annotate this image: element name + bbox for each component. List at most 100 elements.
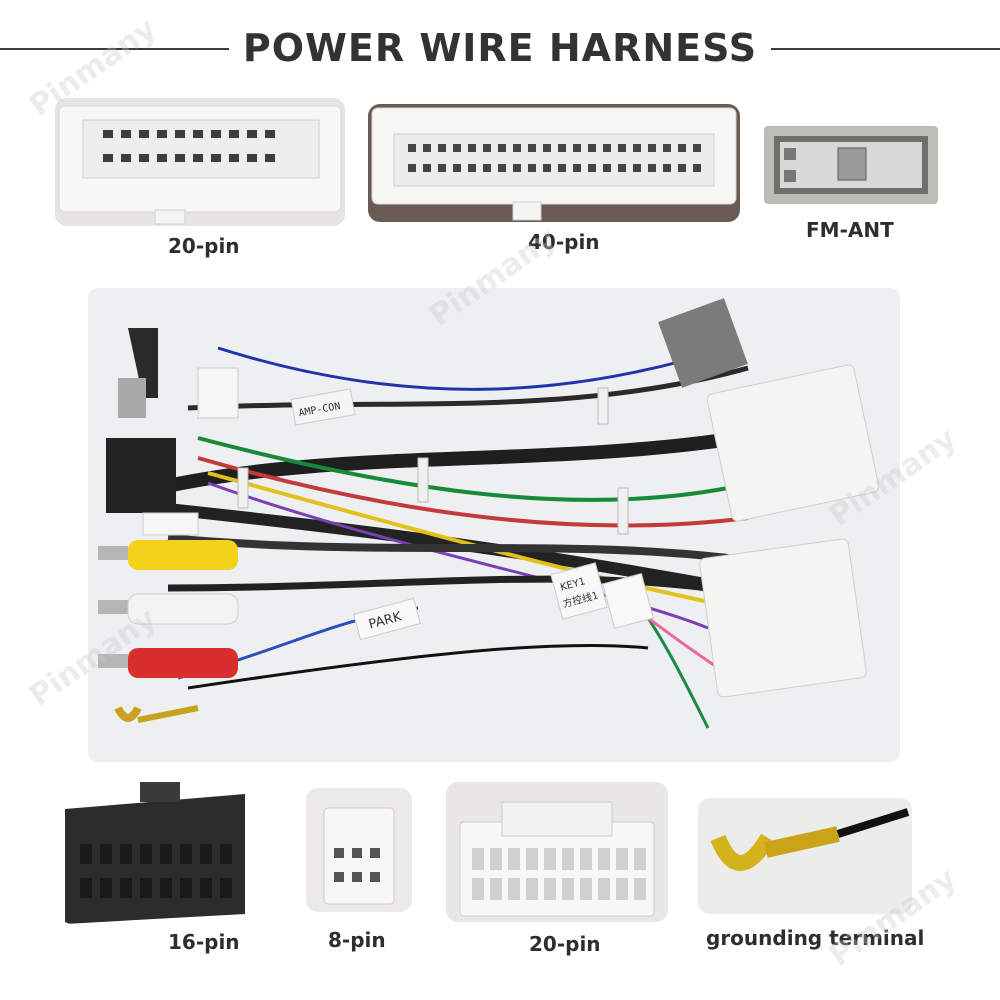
pin-slot [508, 848, 520, 870]
pin-slot [663, 144, 671, 152]
pin-slot [588, 164, 596, 172]
pin-slot [618, 164, 626, 172]
pin-slot [513, 164, 521, 172]
pin-slot [598, 848, 610, 870]
pin-slot [693, 144, 701, 152]
pin-slot [634, 848, 646, 870]
pin-slot [580, 848, 592, 870]
pin-slot [633, 164, 641, 172]
connector-20pin-image [55, 98, 345, 226]
fm-antenna-label: FM-ANT [806, 218, 894, 242]
pin-slot [423, 144, 431, 152]
pin-slot [678, 164, 686, 172]
wire-harness-image: AMP-CON PARK KEY1 方控线1 [88, 288, 900, 762]
pin-slot [573, 144, 581, 152]
pin-slot [562, 848, 574, 870]
pin-slot [513, 144, 521, 152]
pin-slot [648, 144, 656, 152]
pin-slot [472, 848, 484, 870]
wire-harness-photo: AMP-CON PARK KEY1 方控线1 [88, 288, 900, 762]
pin-slot [526, 848, 538, 870]
pin-slot [140, 878, 152, 898]
pin-slot [562, 878, 574, 900]
connector-20pin-photo [55, 98, 345, 226]
pin-slot [220, 878, 232, 898]
pin-slot [603, 144, 611, 152]
pin-slot [490, 848, 502, 870]
connector-16pin-image [60, 774, 250, 924]
pin-slot [508, 878, 520, 900]
connector-8pin-photo [306, 788, 412, 912]
pin-slot [160, 844, 172, 864]
grounding-terminal-image [698, 798, 912, 914]
pin-slot [453, 164, 461, 172]
pin-slot [663, 164, 671, 172]
pin-slot [544, 878, 556, 900]
pin-slot [580, 878, 592, 900]
connector-40pin-label: 40-pin [528, 230, 600, 254]
pin-slot [648, 164, 656, 172]
grounding-terminal-label: grounding terminal [706, 926, 925, 950]
pin-slot [616, 878, 628, 900]
pin-slot [573, 164, 581, 172]
pin-slot [180, 878, 192, 898]
pin-slot [423, 164, 431, 172]
pin-slot [120, 844, 132, 864]
connector-20pin-label: 20-pin [168, 234, 240, 258]
grounding-terminal-photo [698, 798, 912, 914]
fm-antenna-connector-image [764, 126, 938, 204]
pin-slot [200, 844, 212, 864]
connector-8pin-label: 8-pin [328, 928, 386, 952]
pin-slot [100, 878, 112, 898]
pin-slot [678, 144, 686, 152]
pin-slot [438, 164, 446, 172]
pin-slot [483, 164, 491, 172]
connector-16pin-photo [60, 774, 250, 924]
pin-slot [220, 844, 232, 864]
pin-slot [472, 878, 484, 900]
pin-slot [543, 164, 551, 172]
connector-40pin-image [368, 104, 740, 222]
pin-slot [526, 878, 538, 900]
pin-slot [408, 164, 416, 172]
pin-slot [616, 848, 628, 870]
pin-slot [453, 144, 461, 152]
pin-slot [558, 144, 566, 152]
connector-8pin-image [306, 788, 412, 912]
pin-slot [140, 844, 152, 864]
pin-slot [528, 164, 536, 172]
pin-slot [408, 144, 416, 152]
pin-slot [80, 878, 92, 898]
pin-slot [603, 164, 611, 172]
pin-slot [483, 144, 491, 152]
page-title: POWER WIRE HARNESS [228, 26, 772, 70]
connector-20pin-bottom-image [446, 782, 668, 922]
pin-slot [693, 164, 701, 172]
pin-slot [180, 844, 192, 864]
connector-20pin-bottom-photo [446, 782, 668, 922]
pin-slot [498, 164, 506, 172]
connector-20pin-bottom-label: 20-pin [529, 932, 601, 956]
pin-slot [634, 878, 646, 900]
pin-slot [468, 144, 476, 152]
title-rule-right [715, 48, 1000, 50]
connector-16pin-label: 16-pin [168, 930, 240, 954]
fm-antenna-connector-photo [764, 126, 938, 204]
title-rule-left [0, 48, 240, 50]
pin-slot [633, 144, 641, 152]
pin-slot [100, 844, 112, 864]
pin-slot [498, 144, 506, 152]
pin-slot [544, 848, 556, 870]
pin-slot [528, 144, 536, 152]
pin-slot [438, 144, 446, 152]
connector-40pin-photo [368, 104, 740, 222]
pin-slot [80, 844, 92, 864]
pin-slot [160, 878, 172, 898]
pin-slot [200, 878, 212, 898]
header: POWER WIRE HARNESS [0, 18, 1000, 78]
pin-slot [120, 878, 132, 898]
pin-slot [598, 878, 610, 900]
pin-slot [490, 878, 502, 900]
pin-slot [588, 144, 596, 152]
pin-slot [468, 164, 476, 172]
